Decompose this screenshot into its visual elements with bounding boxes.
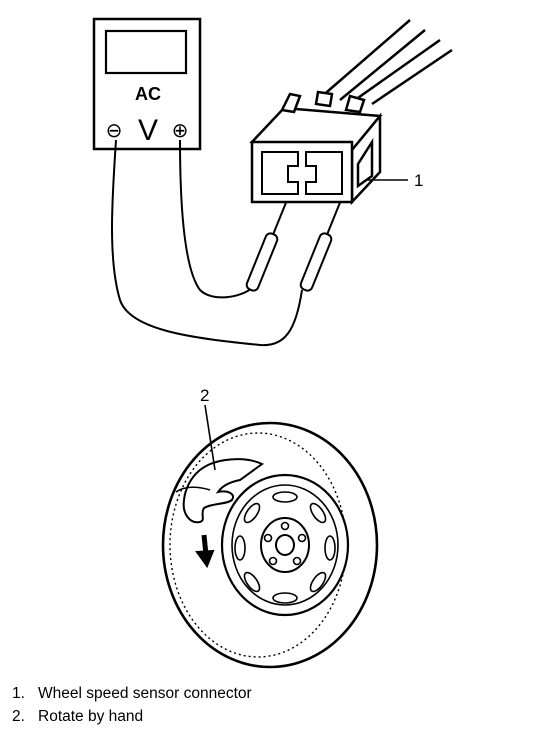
negative-terminal-icon: ⊖ [106,120,123,142]
connector-side-tab [356,137,374,189]
callout-leader-2 [204,404,216,471]
test-probes [245,189,347,292]
voltmeter-unit-symbol: V [138,114,158,147]
hub-center-cap [275,534,295,556]
right-probe [299,189,347,292]
legend: 1. Wheel speed sensor connector 2. Rotate … [12,682,252,728]
connector-latch [280,92,302,114]
left-probe [245,192,292,292]
voltmeter-display [104,29,188,75]
positive-test-lead [179,139,253,299]
voltmeter: AC V ⊖ ⊕ [92,17,202,151]
callout-1: 1 [414,171,424,190]
connector-rib [314,90,334,108]
legend-label: Rotate by hand [38,708,144,725]
callout-2: 2 [200,386,210,405]
sensor-harness [319,19,453,106]
connector-cavity-right [305,151,343,195]
wheel-rim-inner [231,484,339,606]
voltmeter-body [92,17,202,151]
voltmeter-mode-label: AC [135,84,161,104]
hand-icon [182,458,264,524]
legend-number: 2. [12,708,25,725]
legend-label: Wheel speed sensor connector [38,685,252,702]
rotation-arrow-icon [195,534,215,569]
negative-test-lead [111,139,303,347]
legend-number: 1. [12,685,25,702]
wheel-assembly [161,404,379,669]
wheel-speed-sensor-connector [249,19,453,206]
wheel-vent-slots [234,491,336,604]
legend-item: 1. Wheel speed sensor connector [12,682,252,705]
wheel-speed-sensor-test-diagram: AC V ⊖ ⊕ [92,17,453,669]
lug-nuts [263,521,307,566]
legend-item: 2. Rotate by hand [12,705,252,728]
positive-terminal-icon: ⊕ [172,120,189,142]
connector-rib [344,94,366,114]
connector-cavity-left [261,151,299,195]
test-leads [111,139,303,347]
